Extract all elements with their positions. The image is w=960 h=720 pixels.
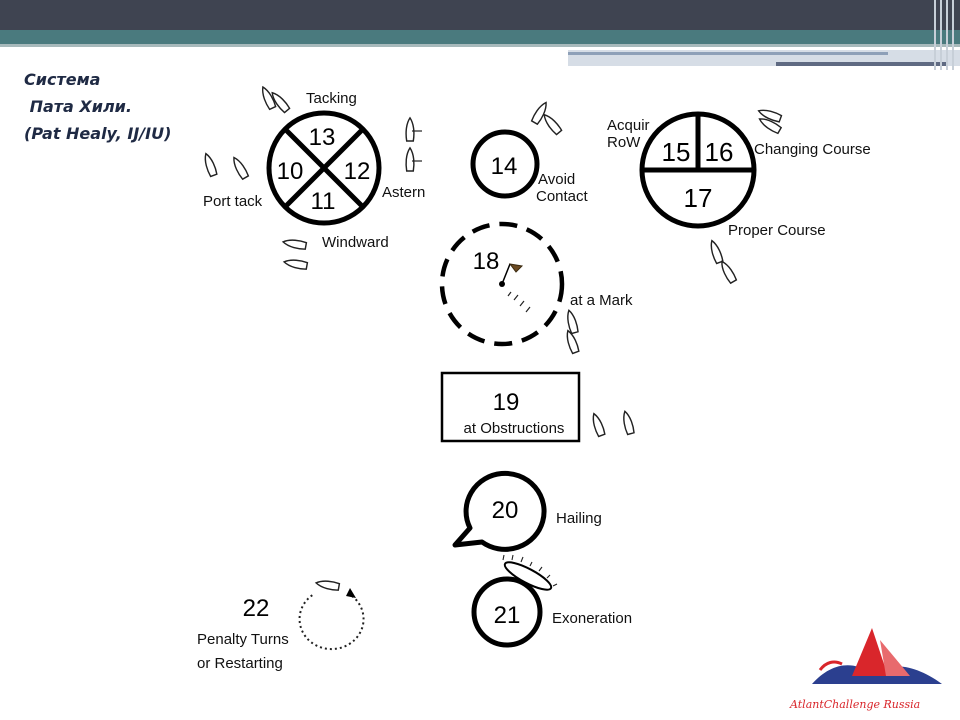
logo-text: AtlantChallenge Russia: [789, 698, 920, 711]
group-rules-15-17: 15 16 17 Acquir RoW Changing Course Prop…: [607, 106, 871, 285]
boat-icon: [717, 258, 738, 285]
rule-11-number: 11: [311, 188, 336, 215]
at-obstructions-label: at Obstructions: [464, 420, 565, 437]
mark-zone-circle: [439, 221, 565, 347]
rule-15-number: 15: [662, 137, 691, 167]
boat-icon: [620, 409, 636, 436]
penalty-turn-path: [298, 593, 365, 651]
title-line-3: (Pat Healy, IJ/IU): [24, 124, 172, 143]
header-stripes: [932, 0, 960, 70]
exoneration-label: Exoneration: [552, 610, 632, 627]
header-decoration-line: [568, 52, 888, 55]
boat-icon: [405, 117, 415, 142]
boat-icon: [229, 154, 250, 181]
avoid-contact-label-2: Contact: [536, 188, 589, 205]
header-divider: [0, 44, 960, 47]
header-bar: [0, 0, 960, 30]
boat-icon: [281, 237, 308, 251]
halo-rays: [502, 554, 558, 587]
hailing-label: Hailing: [556, 510, 602, 527]
rule-14-number: 14: [491, 153, 518, 180]
halo-icon: [503, 561, 553, 591]
boat-icon: [201, 151, 219, 178]
header-accent-bar: [0, 30, 960, 44]
rule-14-circle: [470, 129, 540, 199]
logo: AtlantChallenge Russia: [789, 628, 942, 711]
title-line-2: Пата Хили.: [24, 97, 132, 116]
logo-sail: [880, 640, 910, 676]
rule-13-number: 13: [309, 124, 336, 151]
boat-icon: [707, 238, 725, 265]
proper-course-label: Proper Course: [728, 222, 826, 239]
rule-21-circle: [471, 576, 543, 648]
group-rule-18: 18 at a Mark: [439, 221, 633, 355]
at-a-mark-label: at a Mark: [570, 292, 633, 309]
boat-icon: [314, 578, 341, 592]
rule-17-number: 17: [684, 183, 713, 213]
speech-bubble-icon: [452, 470, 547, 552]
rule-19-number: 19: [493, 389, 520, 416]
group-rule-14: 14 Avoid Contact: [470, 99, 589, 205]
rule-20-number: 20: [492, 497, 519, 524]
group-rule-22: 22 Penalty Turns or Restarting: [197, 578, 365, 672]
rule-10-number: 10: [277, 158, 304, 185]
windward-label: Windward: [322, 234, 389, 251]
boat-icon: [564, 308, 580, 335]
penalty-turns-label: Penalty Turns: [197, 631, 289, 648]
changing-course-label: Changing Course: [754, 141, 871, 158]
flag-icon: [508, 263, 524, 273]
port-tack-label: Port tack: [203, 193, 263, 210]
rules-10-13-circle: [266, 110, 382, 226]
avoid-contact-label-1: Avoid: [538, 171, 575, 188]
astern-label: Astern: [382, 184, 425, 201]
or-restarting-label: or Restarting: [197, 655, 283, 672]
arrow-head-icon: [346, 588, 356, 598]
boat-icon: [540, 111, 563, 136]
mark-flag-pole: [501, 263, 511, 285]
logo-sail: [852, 628, 888, 676]
logo-swoosh: [818, 660, 843, 671]
rule-16-number: 16: [705, 137, 734, 167]
header-decoration-underline: [776, 62, 946, 66]
obstruction-box: [440, 371, 581, 443]
rule-18-number: 18: [473, 248, 500, 275]
rounding-marks: [507, 291, 531, 313]
boat-icon: [405, 147, 415, 172]
acquire-row-label-1: Acquir: [607, 117, 650, 134]
group-rule-21: 21 Exoneration: [471, 554, 632, 648]
rule-21-number: 21: [494, 602, 521, 629]
acquire-row-label-2: RoW: [607, 134, 641, 151]
boat-icon: [589, 411, 607, 438]
boat-icon: [282, 257, 309, 271]
group-rule-19: 19 at Obstructions: [440, 371, 636, 443]
group-rule-20: 20 Hailing: [452, 470, 602, 552]
tacking-label: Tacking: [306, 90, 357, 107]
group-rules-10-13: 13 10 12 11 Tacking Port tack Astern Win…: [201, 84, 425, 271]
rule-12-number: 12: [344, 158, 371, 185]
title-line-1: Система: [24, 70, 101, 89]
slide-title: Система Пата Хили. (Pat Healy, IJ/IU): [24, 66, 244, 147]
rule-22-number: 22: [243, 595, 270, 622]
rules-10-13-cross-line: [283, 127, 365, 209]
